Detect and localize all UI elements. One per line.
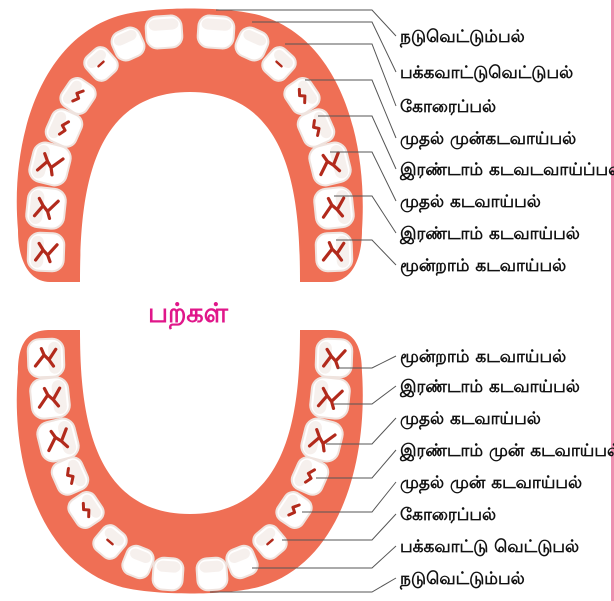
- upper-right-tooth: [197, 15, 235, 49]
- upper-tooth-label: முதல் கடவாய்பல்: [400, 192, 541, 212]
- upper-tooth-label: கோரைப்பல்: [400, 97, 496, 117]
- lower-tooth-label: மூன்றாம் கடவாய்பல்: [400, 347, 566, 367]
- lower-right-tooth: [315, 338, 352, 377]
- upper-tooth-label: இரண்டாம் கடவடவாய்ப்பல்: [399, 160, 614, 180]
- lower-left-tooth: [29, 376, 71, 420]
- lower-left-tooth: [27, 338, 64, 377]
- diagram-title: பற்கள்: [148, 298, 229, 330]
- lower-tooth-label: கோரைப்பல்: [400, 505, 496, 525]
- upper-left-tooth: [25, 186, 67, 230]
- upper-left-tooth: [27, 232, 64, 271]
- lower-right-tooth: [309, 376, 351, 420]
- upper-tooth-label: பக்கவாட்டுவெட்டுபல்: [400, 63, 573, 83]
- lower-tooth-label: இரண்டாம் முன் கடவாய்பல்: [399, 441, 614, 461]
- tooth-labels: நடுவெட்டும்பல் பக்கவாட்டுவெட்டுபல் கோரைப்ப…: [399, 27, 614, 589]
- upper-left-tooth: [145, 15, 183, 49]
- lower-right-tooth: [196, 557, 228, 591]
- upper-tooth-label: நடுவெட்டும்பல்: [399, 27, 525, 47]
- lower-tooth-label: நடுவெட்டும்பல்: [399, 569, 525, 589]
- upper-tooth-label: இரண்டாம் கடவாய்பல்: [399, 224, 580, 244]
- lower-tooth-label: இரண்டாம் கடவாய்பல்: [399, 377, 580, 397]
- lower-tooth-label: முதல் கடவாய்பல்: [400, 409, 541, 429]
- upper-right-tooth: [315, 232, 352, 271]
- lower-tooth-label: பக்கவாட்டு வெட்டுபல்: [400, 537, 579, 557]
- upper-tooth-label: மூன்றாம் கடவாய்பல்: [400, 256, 566, 276]
- upper-right-tooth: [313, 186, 355, 230]
- upper-tooth-label: முதல் முன்கடவாய்பல்: [400, 129, 576, 149]
- lower-jaw-arch: [17, 330, 363, 594]
- lower-left-tooth: [152, 557, 184, 591]
- lower-tooth-label: முதல் முன் கடவாய்பல்: [400, 473, 582, 493]
- upper-jaw-arch: [17, 9, 363, 283]
